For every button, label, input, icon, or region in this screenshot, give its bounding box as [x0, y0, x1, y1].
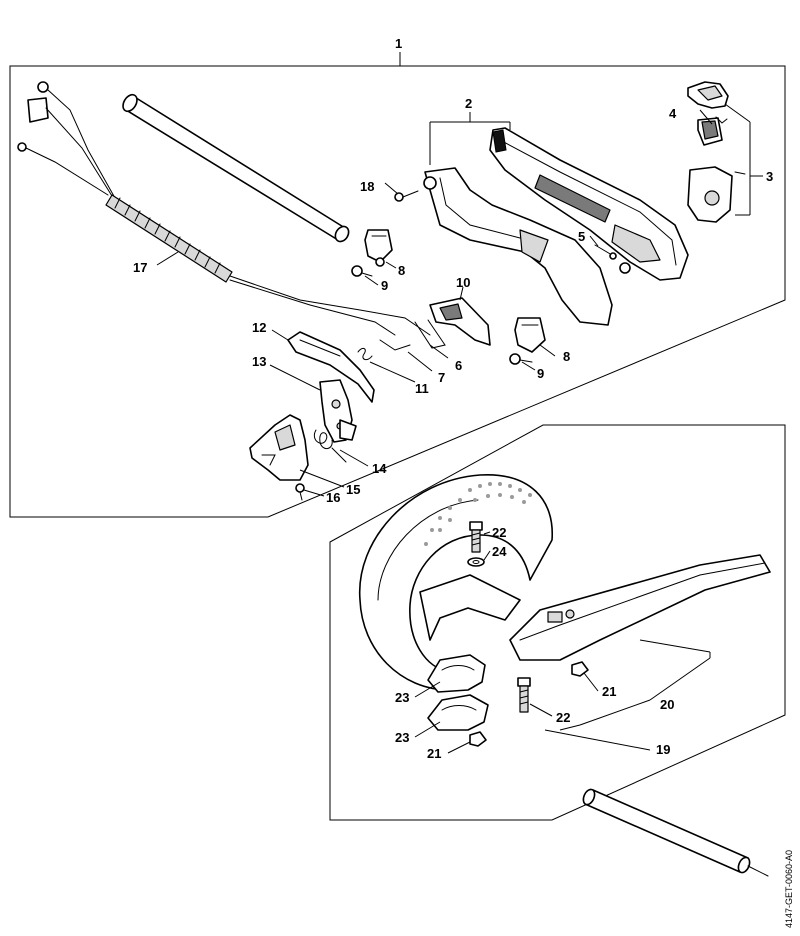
- callout-14: 14: [372, 461, 387, 476]
- callout-23a: 23: [395, 690, 409, 705]
- washer-part-24: [467, 557, 485, 567]
- callout-9a: 9: [381, 278, 388, 293]
- screw-part-upper: [351, 265, 373, 277]
- callout-8a: 8: [398, 263, 405, 278]
- callout-13: 13: [252, 354, 266, 369]
- nut-part-21-upper: [571, 661, 589, 677]
- throttle-trigger-part: [287, 331, 375, 403]
- ventilation-dots: [424, 482, 532, 546]
- callout-15: 15: [346, 482, 360, 497]
- bolt-part-22-lower: [517, 677, 531, 713]
- callout-22a: 22: [492, 525, 506, 540]
- drawing-code: 4147-GET-0060-A0: [784, 850, 794, 928]
- assembly-frame-1: [9, 65, 786, 518]
- callout-16: 16: [326, 490, 340, 505]
- switch-assembly-part: [687, 81, 746, 223]
- callout-23b: 23: [395, 730, 409, 745]
- callout-8b: 8: [563, 349, 570, 364]
- callout-10: 10: [456, 275, 470, 290]
- callout-7: 7: [438, 370, 445, 385]
- callout-2: 2: [465, 96, 472, 111]
- drive-shaft-tube-part: [582, 788, 769, 877]
- callout-11: 11: [415, 381, 429, 396]
- screw-part-22-upper: [469, 521, 483, 553]
- switch-housing-part: [249, 414, 309, 481]
- spring-part-6: [414, 319, 446, 349]
- assembly-frame-19: [329, 424, 786, 821]
- lever-part-13: [319, 379, 357, 443]
- callout-3: 3: [766, 169, 773, 184]
- callout-22b: 22: [556, 710, 570, 725]
- callout-19: 19: [656, 742, 670, 757]
- leader-lines: [156, 103, 763, 754]
- callout-21b: 21: [427, 746, 441, 761]
- clamp-half-part-23-upper: [427, 654, 486, 693]
- housing-half-part: [423, 127, 689, 326]
- callout-5: 5: [578, 229, 585, 244]
- callout-21a: 21: [602, 684, 616, 699]
- callout-1: 1: [395, 36, 402, 51]
- callout-20: 20: [660, 697, 674, 712]
- callout-9b: 9: [537, 366, 544, 381]
- spring-part-11: [357, 347, 373, 361]
- pin-part-7: [379, 339, 411, 351]
- torsion-spring-part: [313, 429, 347, 463]
- callout-4: 4: [669, 106, 677, 121]
- callout-6: 6: [455, 358, 462, 373]
- clamp-part-upper: [364, 229, 393, 267]
- wiring-harness-part: [17, 81, 431, 336]
- callout-18: 18: [360, 179, 374, 194]
- screw-part-5: [594, 244, 617, 260]
- loop-handle-part: [358, 474, 771, 691]
- callout-17: 17: [133, 260, 147, 275]
- clamp-half-part-23-lower: [427, 694, 489, 731]
- callout-24: 24: [492, 544, 507, 559]
- screw-part-lower: [509, 353, 533, 365]
- nut-part-21-lower: [469, 731, 487, 747]
- callout-12: 12: [252, 320, 266, 335]
- clamp-part-lower: [514, 317, 546, 353]
- lock-lever-part: [429, 297, 491, 346]
- screw-part-16: [295, 483, 305, 501]
- handle-tube-part: [122, 93, 350, 243]
- screw-part-18: [394, 190, 419, 202]
